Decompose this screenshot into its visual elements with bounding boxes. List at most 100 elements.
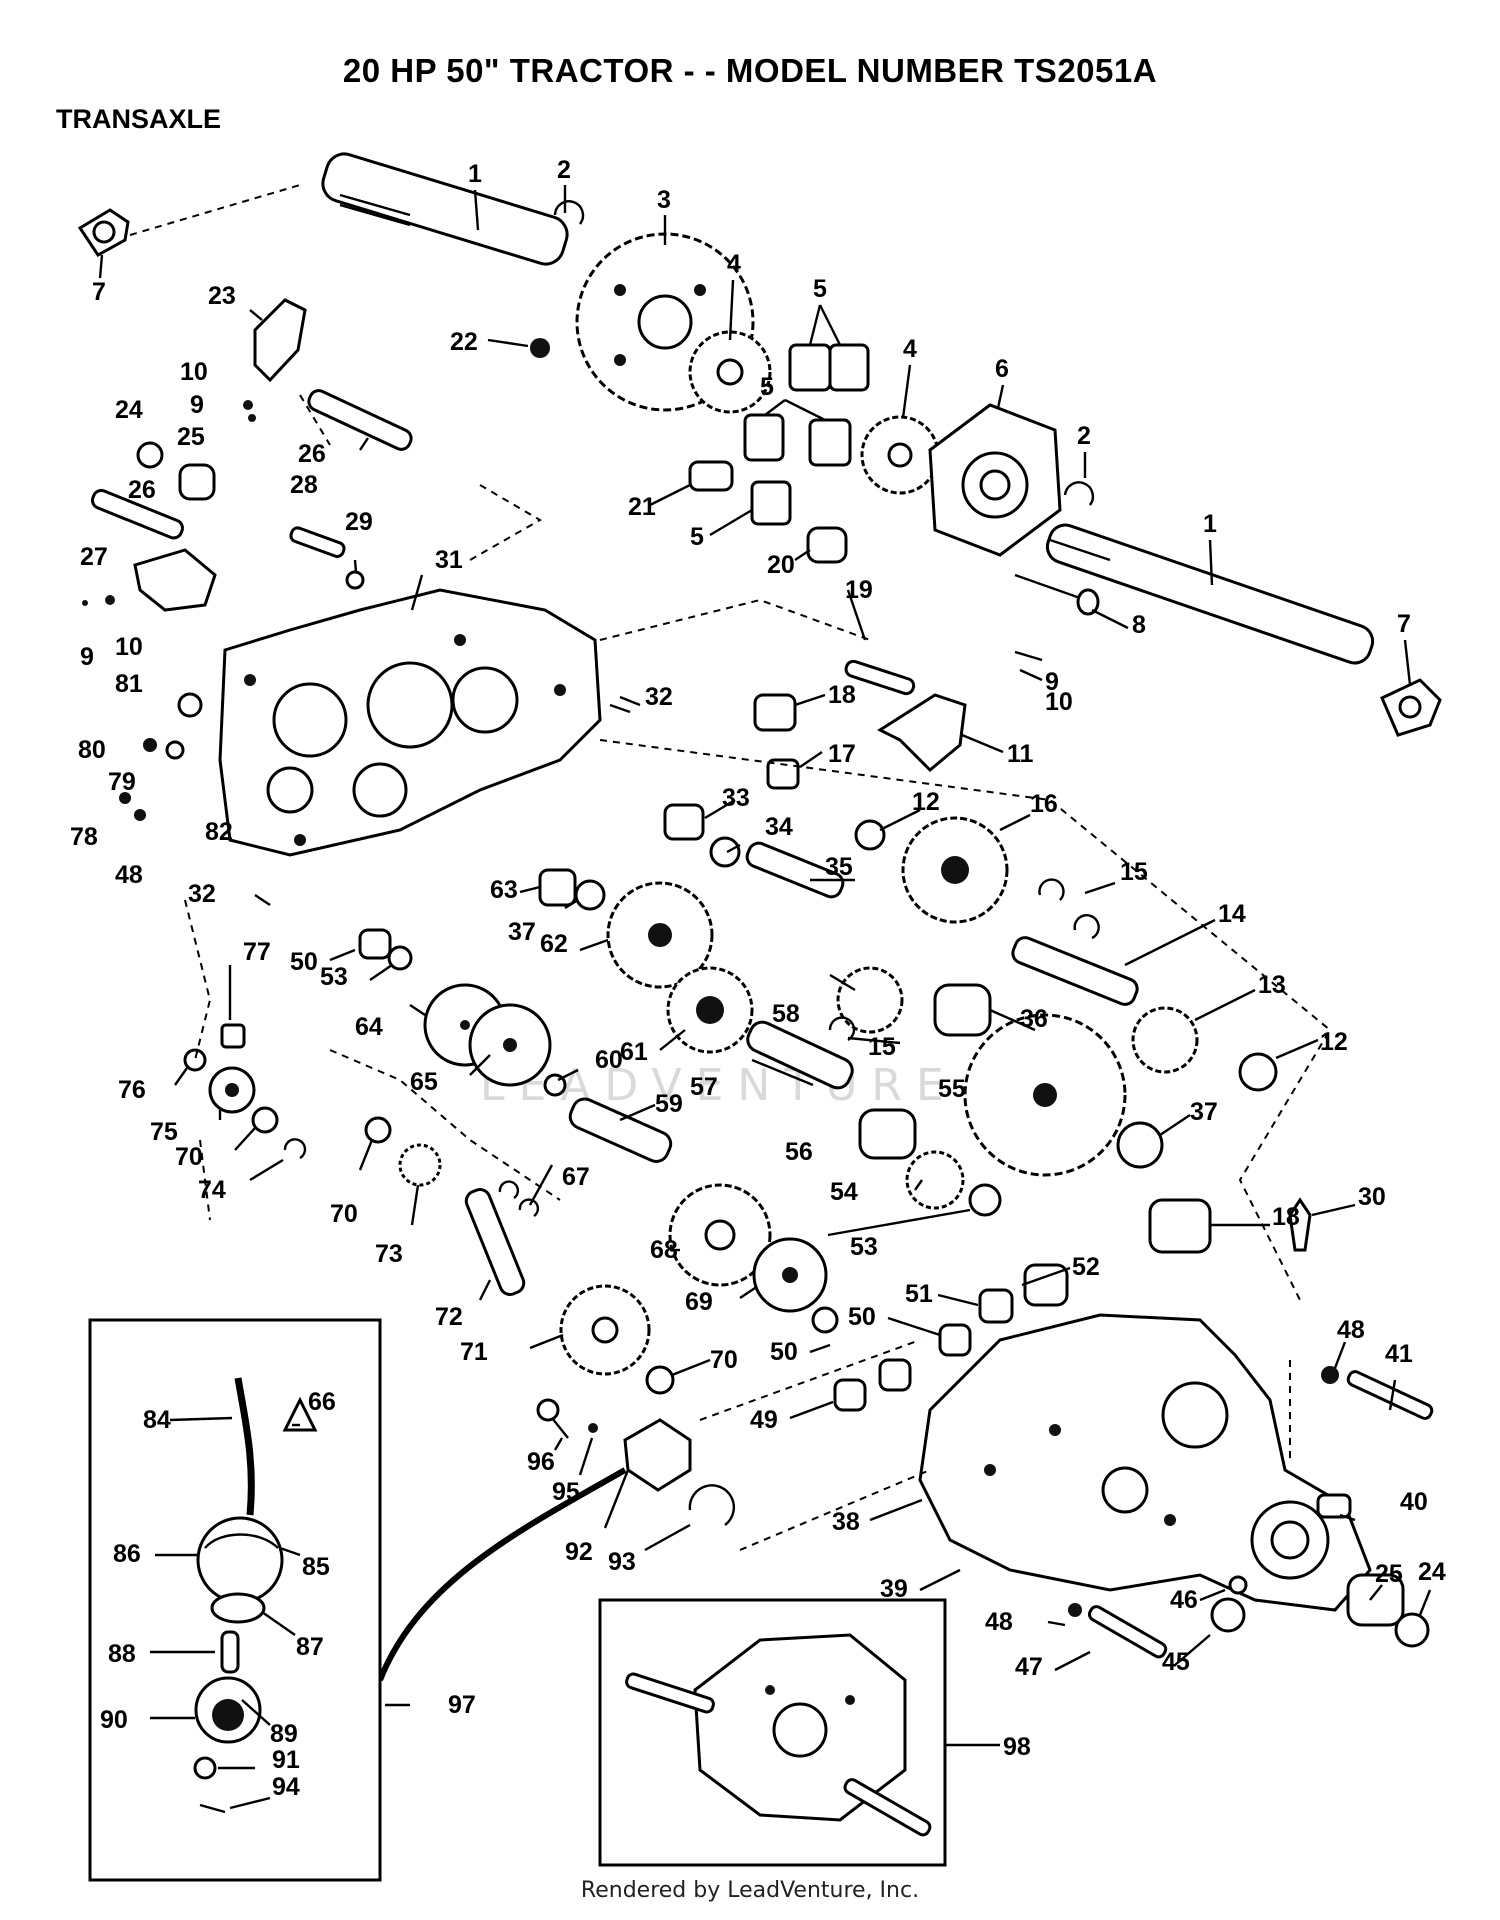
shift-assembly-group xyxy=(82,298,413,612)
callout-89: 89 xyxy=(270,1720,298,1748)
gear-13 xyxy=(1131,1006,1199,1074)
callout-37: 37 xyxy=(508,918,536,946)
callout-10: 10 xyxy=(180,358,208,386)
callout-50c: 50 xyxy=(770,1338,798,1366)
callout-37b: 37 xyxy=(1190,1098,1218,1126)
callout-32b: 32 xyxy=(188,880,216,908)
callout-80: 80 xyxy=(78,736,106,764)
shift-rod-upper xyxy=(307,389,413,451)
bevel-gear xyxy=(688,330,772,414)
callout-10b: 10 xyxy=(115,633,143,661)
diagram-title: 20 HP 50" TRACTOR - - MODEL NUMBER TS205… xyxy=(342,52,1158,89)
left-case-half xyxy=(218,588,602,857)
callout-68: 68 xyxy=(650,1236,678,1264)
washer-70 xyxy=(251,1106,279,1134)
bushing-63 xyxy=(538,868,577,907)
callout-55: 55 xyxy=(938,1075,966,1103)
callout-52: 52 xyxy=(1072,1253,1100,1281)
callout-69: 69 xyxy=(685,1288,713,1316)
callout-70: 70 xyxy=(175,1143,203,1171)
callout-33: 33 xyxy=(722,784,750,812)
shift-rod-lower xyxy=(90,488,184,540)
callout-29: 29 xyxy=(345,508,373,536)
bushing-17 xyxy=(766,758,800,790)
gear-54 xyxy=(905,1150,965,1210)
gear-train-group xyxy=(183,659,1312,1412)
callout-26b: 26 xyxy=(128,476,156,504)
washer-12b xyxy=(1238,1052,1278,1092)
callout-65: 65 xyxy=(410,1068,438,1096)
callout-19: 19 xyxy=(845,576,873,604)
callout-64: 64 xyxy=(355,1013,383,1041)
callout-16: 16 xyxy=(1030,790,1058,818)
callout-30: 30 xyxy=(1358,1183,1386,1211)
callout-7b: 7 xyxy=(1397,610,1411,638)
shift-cable-group xyxy=(377,1398,736,1682)
callout-48c: 48 xyxy=(985,1608,1013,1636)
inset-box-shift-lever xyxy=(88,1318,382,1882)
callout-5b: 5 xyxy=(760,373,774,401)
callout-39: 39 xyxy=(880,1575,908,1603)
callout-7: 7 xyxy=(92,278,106,306)
retaining-ring-right xyxy=(1063,481,1095,506)
callout-54: 54 xyxy=(830,1178,858,1206)
callout-15: 15 xyxy=(1120,858,1148,886)
callout-25b: 25 xyxy=(1375,1560,1403,1588)
callout-34: 34 xyxy=(765,813,793,841)
shift-fork-upper xyxy=(253,298,307,383)
callout-72: 72 xyxy=(435,1303,463,1331)
detent-pin xyxy=(289,526,346,558)
callout-8: 8 xyxy=(1132,611,1146,639)
callout-31: 31 xyxy=(435,546,463,574)
section-label: TRANSAXLE xyxy=(56,104,222,134)
footer-credit: Rendered by LeadVenture, Inc. xyxy=(580,1878,920,1903)
callout-12: 12 xyxy=(912,788,940,816)
callout-17: 17 xyxy=(828,740,856,768)
inset-box-assembled-transaxle xyxy=(598,1598,947,1867)
callout-45: 45 xyxy=(1162,1648,1190,1676)
callout-87: 87 xyxy=(296,1633,324,1661)
washer-53b xyxy=(387,945,413,971)
callout-48b: 48 xyxy=(1337,1316,1365,1344)
carrier-bolt xyxy=(1014,573,1100,616)
callout-77: 77 xyxy=(243,938,271,966)
callout-28: 28 xyxy=(290,471,318,499)
bushing-33 xyxy=(663,803,705,841)
callout-78: 78 xyxy=(70,823,98,851)
washer-24 xyxy=(136,441,164,469)
callout-92: 92 xyxy=(565,1538,593,1566)
callout-27: 27 xyxy=(80,543,108,571)
upper-axle-group xyxy=(77,152,1442,737)
bushing-25 xyxy=(178,463,216,501)
gear-58 xyxy=(836,966,904,1034)
washer-70b xyxy=(364,1116,392,1144)
callout-63: 63 xyxy=(490,876,518,904)
callout-25: 25 xyxy=(177,423,205,451)
case-hardware xyxy=(1068,1366,1434,1659)
callout-10c: 10 xyxy=(1045,688,1073,716)
callout-24: 24 xyxy=(115,396,143,424)
dowel-pin-32 xyxy=(254,894,271,906)
callout-50: 50 xyxy=(290,948,318,976)
callout-94: 94 xyxy=(272,1773,300,1801)
callout-2: 2 xyxy=(557,156,571,184)
callout-98: 98 xyxy=(1003,1733,1031,1761)
axle-shaft-right xyxy=(1045,523,1375,665)
bushing-36 xyxy=(933,983,992,1037)
bushing-49 xyxy=(833,1378,867,1412)
callout-15b: 15 xyxy=(868,1033,896,1061)
detent-ball xyxy=(345,570,365,590)
callout-21: 21 xyxy=(628,493,656,521)
bushing-50c xyxy=(878,1358,912,1392)
callout-57: 57 xyxy=(690,1073,718,1101)
callout-5c: 5 xyxy=(690,523,704,551)
retaining-ring xyxy=(553,200,585,225)
callout-14: 14 xyxy=(1218,900,1246,928)
washer-79 xyxy=(165,740,185,760)
callout-70b: 70 xyxy=(330,1200,358,1228)
pinion-gears xyxy=(743,343,870,526)
callout-71: 71 xyxy=(460,1338,488,1366)
callout-13: 13 xyxy=(1258,971,1286,999)
shaft-72 xyxy=(464,1188,526,1296)
